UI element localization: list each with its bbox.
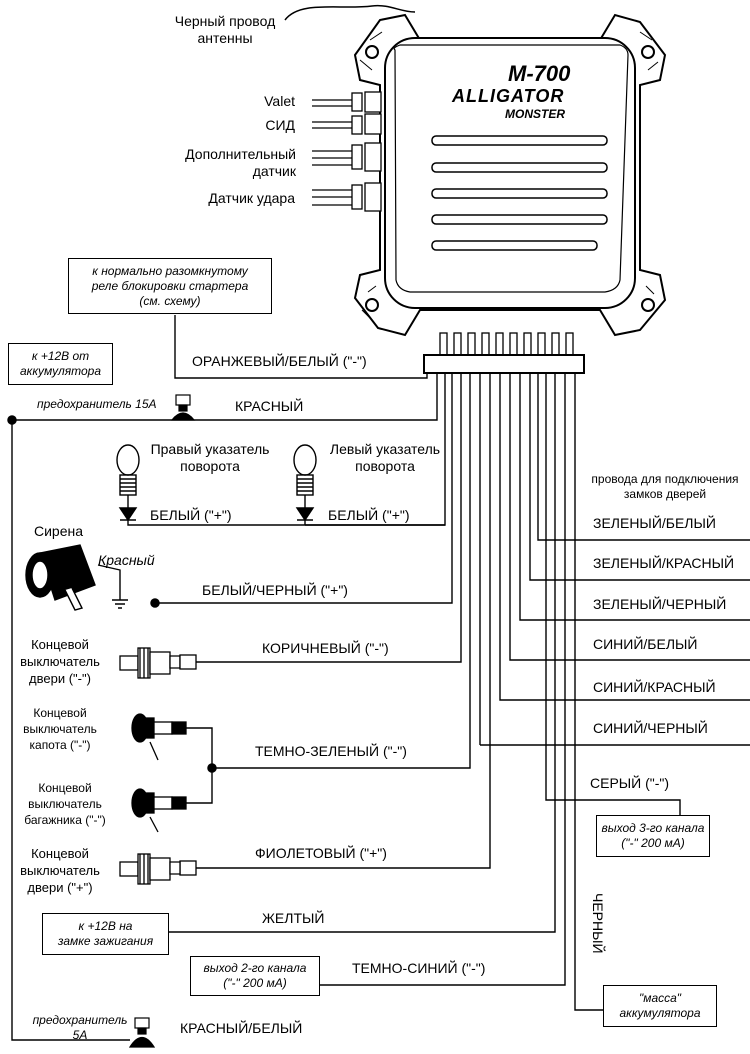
- antenna-wire: [284, 4, 416, 21]
- siren-wire-label: Красный: [98, 552, 155, 568]
- note-ignition: к +12В на замке зажигания: [42, 913, 169, 955]
- wire-white-black: БЕЛЫЙ/ЧЕРНЫЙ ("+"): [202, 582, 348, 598]
- wire-violet: ФИОЛЕТОВЫЙ ("+"): [255, 845, 387, 861]
- note-ground: "масса" аккумулятора: [603, 985, 717, 1027]
- door-switch-neg-label: Концевой выключатель двери ("-"): [20, 637, 100, 686]
- connector-label-extra-sensor: Дополнительный датчик: [185, 146, 296, 179]
- wire-green-black: ЗЕЛЕНЫЙ/ЧЕРНЫЙ: [593, 596, 727, 612]
- wire-white-left: БЕЛЫЙ ("+"): [328, 507, 410, 523]
- wire-yellow: ЖЕЛТЫЙ: [262, 910, 325, 926]
- wire-red: КРАСНЫЙ: [235, 398, 304, 414]
- door-switch-pos-icon: [119, 853, 197, 885]
- left-turn-label: Левый указатель поворота: [329, 441, 441, 474]
- wire-dark-green: ТЕМНО-ЗЕЛЕНЫЙ ("-"): [255, 743, 407, 759]
- wire-red-white: КРАСНЫЙ/БЕЛЫЙ: [180, 1020, 303, 1036]
- fuse-5a-icon: [128, 1017, 156, 1048]
- note-ch2-out: выход 2-го канала ("-" 200 мА): [190, 956, 320, 996]
- device-series: MONSTER: [505, 107, 565, 121]
- note-starter-relay: к нормально разомкнутому реле блокировки…: [68, 258, 272, 314]
- fuse-15a-icon: [170, 394, 196, 421]
- antenna-label: Черный провод антенны: [174, 13, 276, 46]
- connector-label-valet: Valet: [264, 93, 295, 109]
- fuse-15a-label: предохранитель 15А: [37, 397, 157, 411]
- wire-grey: СЕРЫЙ ("-"): [590, 775, 670, 791]
- wire-green-white: ЗЕЛЕНЫЙ/БЕЛЫЙ: [593, 515, 716, 531]
- trunk-switch-icon: [131, 788, 187, 833]
- right-turn-label: Правый указатель поворота: [150, 441, 270, 474]
- door-switch-pos-label: Концевой выключатель двери ("+"): [20, 846, 100, 895]
- wire-dark-blue: ТЕМНО-СИНИЙ ("-"): [352, 960, 486, 976]
- hood-switch-label: Концевой выключатель капота ("-"): [23, 706, 97, 752]
- wire-blue-red: СИНИЙ/КРАСНЫЙ: [593, 679, 716, 695]
- wire-blue-white: СИНИЙ/БЕЛЫЙ: [593, 636, 698, 652]
- connector-label-led: СИД: [265, 117, 295, 133]
- wire-black: ЧЕРНЫЙ: [590, 893, 606, 954]
- siren-label: Сирена: [34, 523, 84, 539]
- wire-brown: КОРИЧНЕВЫЙ ("-"): [262, 640, 389, 656]
- main-connector: [423, 332, 585, 374]
- trunk-switch-label: Концевой выключатель багажника ("-"): [24, 781, 106, 827]
- note-ch3-out: выход 3-го канала ("-" 200 мА): [596, 815, 710, 857]
- device-brand: ALLIGATOR: [452, 86, 565, 106]
- right-turn-bulb: [116, 444, 140, 522]
- wire-white-right: БЕЛЫЙ ("+"): [150, 507, 232, 523]
- hood-switch-icon: [131, 713, 187, 761]
- unit-vent-slots: [431, 135, 608, 251]
- left-connectors: [312, 91, 382, 212]
- siren-icon: [25, 544, 128, 611]
- door-locks-label: провода для подключения замков дверей: [591, 472, 739, 501]
- fuse-5a-label: предохранитель 5А: [32, 1013, 128, 1042]
- left-turn-bulb: [293, 444, 317, 525]
- device-model: M-700: [508, 61, 571, 86]
- wire-orange-white: ОРАНЖЕВЫЙ/БЕЛЫЙ ("-"): [192, 353, 367, 369]
- wire-blue-black: СИНИЙ/ЧЕРНЫЙ: [593, 720, 708, 736]
- door-switch-neg-icon: [119, 647, 197, 679]
- wire-green-red: ЗЕЛЕНЫЙ/КРАСНЫЙ: [593, 555, 735, 571]
- connector-label-shock-sensor: Датчик удара: [208, 190, 295, 206]
- note-battery-plus: к +12В от аккумулятора: [8, 343, 113, 385]
- wire-harness: [11, 315, 750, 1041]
